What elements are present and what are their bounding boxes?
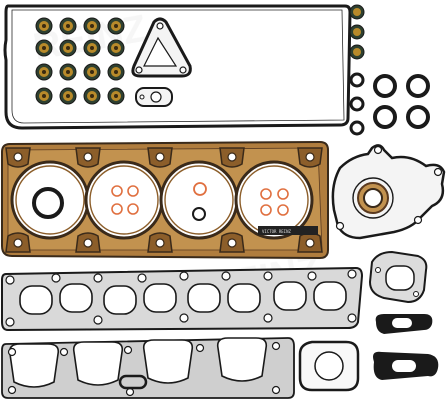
intake-port: [143, 283, 177, 313]
small-brass-seal: [349, 24, 365, 40]
cylinder-bore: [84, 160, 164, 240]
bolt-hole: [7, 347, 17, 357]
svg-text:REINZ: REINZ: [30, 8, 150, 69]
valve-stem-seal: [59, 63, 77, 81]
bolt-hole: [195, 343, 205, 353]
bolt-hole: [221, 271, 231, 281]
small-seals-column: [349, 4, 365, 136]
bolt-hole: [271, 341, 281, 351]
cylinder-bore: [234, 160, 314, 240]
cylinder-head-gasket: VICTOR REINZ: [1, 140, 329, 260]
valve-stem-seals-grid: [35, 17, 125, 105]
bolt-hole: [307, 271, 317, 281]
bolt-hole: [7, 385, 17, 395]
exhaust-port: [72, 341, 124, 386]
bolt-hole: [263, 313, 273, 323]
valve-stem-seal: [107, 63, 125, 81]
valve-stem-seal: [35, 87, 53, 105]
exhaust-port: [8, 343, 60, 388]
bolt-hole: [347, 313, 357, 323]
housing-gasket: [331, 144, 446, 240]
cylinder-bores: [10, 160, 314, 240]
small-o-ring: [349, 96, 365, 112]
cylinder-bore: [10, 160, 90, 240]
bolt-hole: [93, 315, 103, 325]
bolt-hole: [123, 345, 133, 355]
exhaust-port: [216, 337, 268, 382]
bolt-hole: [179, 313, 189, 323]
valve-stem-seal: [83, 39, 101, 57]
valve-stem-seal: [107, 17, 125, 35]
intake-port: [19, 285, 53, 315]
crank-seal-ring: [32, 187, 64, 219]
valve-stem-seal: [59, 17, 77, 35]
valve-stem-seal: [59, 39, 77, 57]
bolt-hole: [93, 273, 103, 283]
bolt-hole: [271, 385, 281, 395]
large-o-rings: [373, 74, 430, 129]
intake-ports: [5, 269, 357, 327]
valve-stem-seal: [107, 87, 125, 105]
intake-port: [227, 283, 261, 313]
bolt-hole: [5, 317, 15, 327]
part-number-plate: [258, 226, 318, 235]
valve-stem-seal: [35, 39, 53, 57]
square-flange-gasket: [298, 340, 360, 392]
valve-stem-seal: [35, 63, 53, 81]
small-brass-seal: [349, 44, 365, 60]
bolt-hole: [179, 271, 189, 281]
bolt-hole: [263, 271, 273, 281]
bolt-hole: [5, 275, 15, 285]
exhaust-port: [142, 339, 194, 384]
exhaust-ports: [7, 337, 281, 397]
intake-port: [313, 281, 347, 311]
small-brass-seal: [349, 4, 365, 20]
part-number-text: VICTOR REINZ: [262, 229, 291, 234]
valve-stem-seal: [83, 17, 101, 35]
valve-stem-seal: [83, 87, 101, 105]
small-o-ring: [349, 72, 365, 88]
bolt-hole: [347, 269, 357, 279]
bolt-bosses: [5, 147, 323, 253]
bowtie-gasket-2: [373, 351, 439, 380]
flange-gasket: [131, 17, 192, 78]
bolt-hole: [51, 273, 61, 283]
valve-stem-seal: [59, 87, 77, 105]
intake-port: [273, 281, 307, 311]
bolt-hole: [137, 273, 147, 283]
cylinder-bore: [159, 160, 239, 240]
small-o-ring: [349, 120, 365, 136]
valve-stem-seal: [107, 39, 125, 57]
intake-port: [187, 283, 221, 313]
bowtie-gasket-1: [375, 314, 433, 334]
bolt-hole: [59, 347, 69, 357]
valve-stem-seal: [35, 17, 53, 35]
intake-port: [103, 285, 137, 315]
valve-stem-seal: [83, 63, 101, 81]
small-oval-gasket: [135, 87, 173, 107]
small-o-rings-set: [111, 182, 289, 221]
egr-flange-gasket: [368, 250, 428, 304]
small-black-seal: [118, 374, 148, 390]
intake-port: [59, 283, 93, 313]
bolt-hole: [125, 387, 135, 397]
intake-manifold-gasket: [0, 266, 364, 332]
exhaust-manifold-gasket: [1, 337, 295, 399]
